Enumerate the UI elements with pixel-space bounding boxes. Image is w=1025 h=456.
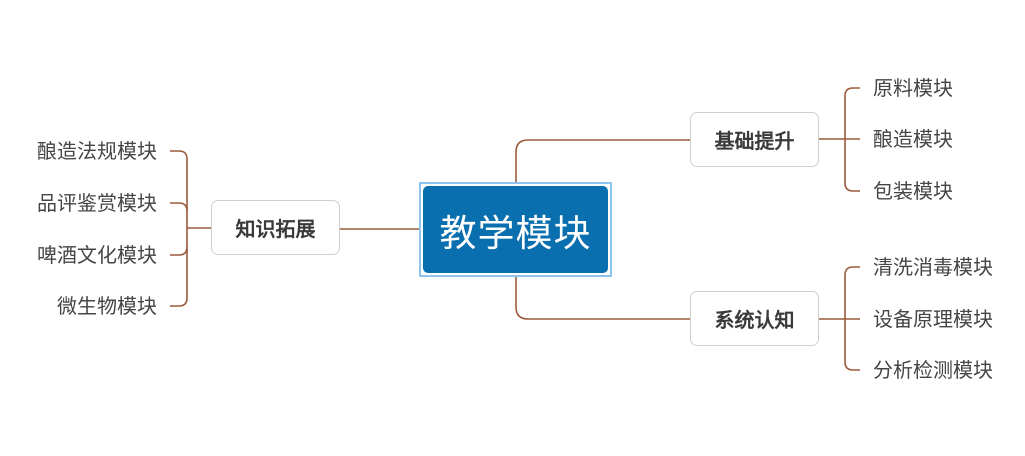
connector-root-to-basic bbox=[515, 139, 690, 182]
leaf-node[interactable]: 酿造模块 bbox=[873, 127, 953, 151]
branch-node-system[interactable]: 系统认知 bbox=[690, 291, 819, 346]
bracket-system bbox=[844, 266, 860, 371]
leaf-node[interactable]: 酿造法规模块 bbox=[37, 139, 157, 163]
leaf-node[interactable]: 微生物模块 bbox=[57, 294, 157, 318]
branch-node-basic[interactable]: 基础提升 bbox=[690, 112, 819, 167]
connector-root-to-system bbox=[515, 277, 690, 320]
leaf-node[interactable]: 原料模块 bbox=[873, 76, 953, 100]
leaf-node[interactable]: 包装模块 bbox=[873, 179, 953, 203]
bracket-knowledge bbox=[170, 150, 188, 307]
leaf-node[interactable]: 设备原理模块 bbox=[873, 307, 993, 331]
leaf-node[interactable]: 清洗消毒模块 bbox=[873, 255, 993, 279]
leaf-node[interactable]: 啤酒文化模块 bbox=[37, 243, 157, 267]
leaf-node[interactable]: 分析检测模块 bbox=[873, 358, 993, 382]
root-node[interactable]: 教学模块 bbox=[419, 182, 612, 277]
branch-node-knowledge[interactable]: 知识拓展 bbox=[211, 200, 340, 255]
bracket-basic bbox=[844, 87, 860, 192]
leaf-node[interactable]: 品评鉴赏模块 bbox=[37, 191, 157, 215]
root-node-label: 教学模块 bbox=[423, 186, 608, 273]
